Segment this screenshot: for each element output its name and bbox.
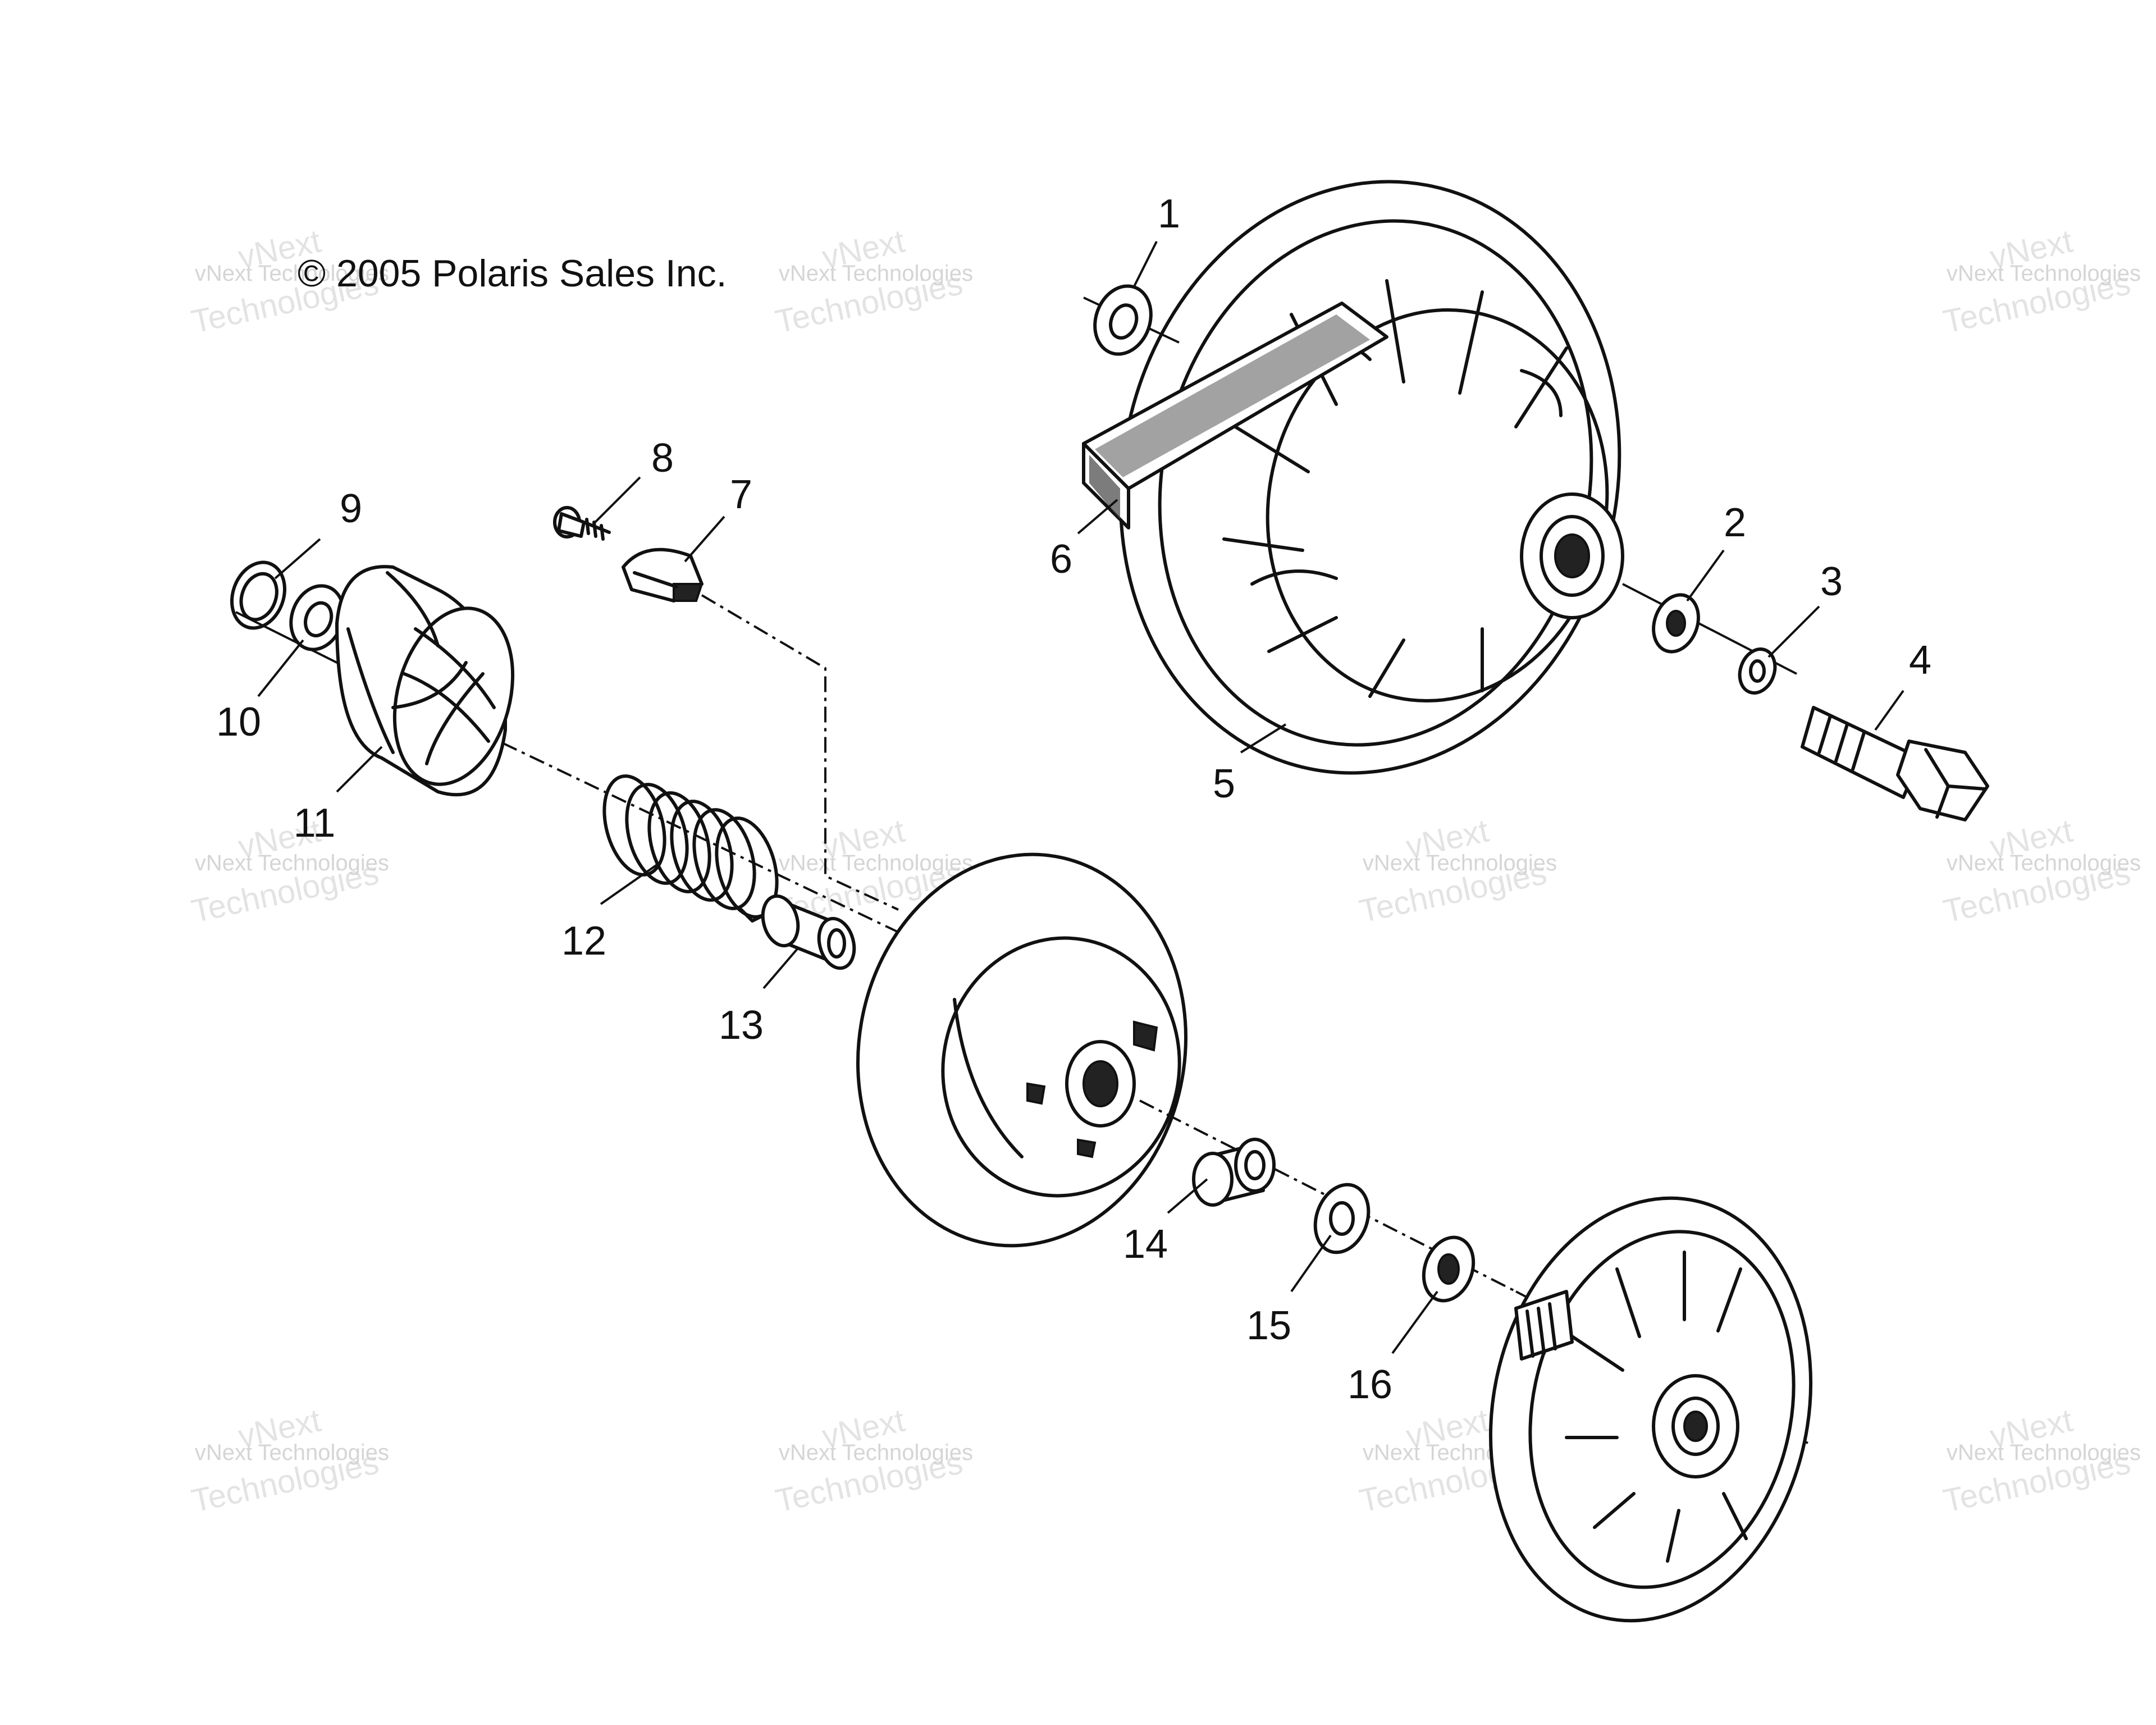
callout-10: 10 (216, 700, 261, 745)
part-13-bushing (761, 894, 856, 970)
callout-labels: 1 2 3 4 5 6 7 8 9 10 11 12 13 14 15 16 (216, 191, 1931, 1407)
part-8-screw (553, 506, 611, 541)
part-11-helix-cam (335, 565, 515, 797)
part-2-washer (1652, 593, 1700, 654)
callout-8: 8 (651, 436, 674, 481)
callout-2: 2 (1724, 500, 1746, 545)
part-9-snap-ring (230, 560, 287, 630)
copyright-text: © 2005 Polaris Sales Inc. (298, 252, 727, 295)
part-4-bolt (1801, 706, 1989, 822)
callout-9: 9 (340, 486, 362, 531)
part-14-bushing (1192, 1138, 1276, 1207)
callout-6: 6 (1050, 537, 1072, 582)
watermark-text: vNext Technologies (195, 261, 389, 286)
part-1-washer (1093, 284, 1153, 356)
lower-fixed-sheave (1488, 1196, 1813, 1623)
callout-14: 14 (1123, 1222, 1168, 1267)
watermark-text: vNext Technologies (779, 261, 973, 286)
part-5-sheave (1118, 180, 1624, 775)
callout-5: 5 (1213, 761, 1235, 806)
leader-lines (257, 241, 1904, 1354)
watermark-text: vNext Technologies (1363, 851, 1557, 875)
part-15-washer (1313, 1183, 1371, 1254)
callout-12: 12 (561, 919, 606, 964)
callout-7: 7 (730, 472, 752, 517)
watermark-text: vNext Technologies (1947, 851, 2141, 875)
watermark-text: vNext Technologies (195, 851, 389, 875)
callout-1: 1 (1158, 191, 1180, 236)
watermark-text: vNext Technologies (779, 851, 973, 875)
part-3-lock-washer (1738, 647, 1777, 695)
part-6-drive-belt (1082, 302, 1388, 530)
callout-15: 15 (1246, 1303, 1291, 1348)
watermark-text: vNext Technologies (779, 1440, 973, 1465)
callout-4: 4 (1909, 638, 1931, 683)
callout-13: 13 (719, 1003, 764, 1048)
part-16-washer (1422, 1235, 1476, 1303)
watermark-text: vNext Technologies (1947, 1440, 2141, 1465)
stationary-sheave (856, 852, 1187, 1248)
part-12-spring (602, 774, 779, 923)
part-7-cam-button (622, 547, 704, 603)
callout-11: 11 (294, 801, 336, 846)
callout-16: 16 (1347, 1362, 1392, 1407)
watermark-text: vNext Technologies (1947, 261, 2141, 286)
callout-3: 3 (1820, 559, 1843, 604)
watermark-text: vNext Technologies (195, 1440, 389, 1465)
